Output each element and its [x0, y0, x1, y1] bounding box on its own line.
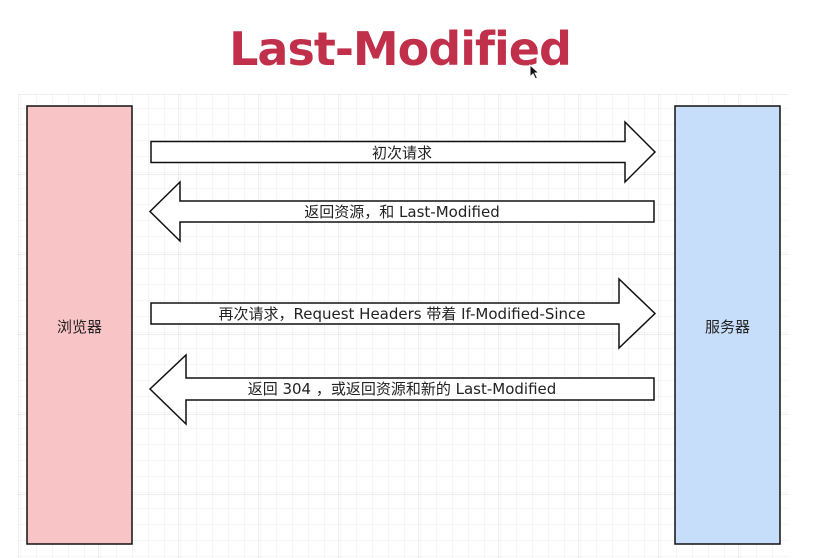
server-node: 服务器	[674, 105, 781, 545]
arrow-1: 初次请求	[150, 120, 657, 184]
arrow-4-label: 返回 304 ，或返回资源和新的 Last-Modified	[248, 380, 557, 398]
browser-label: 浏览器	[57, 318, 102, 336]
diagram-title: Last-Modified	[229, 22, 572, 76]
arrow-2: 返回资源，和 Last-Modified	[148, 180, 655, 243]
arrow-3-shape	[150, 277, 657, 350]
server-label: 服务器	[705, 318, 750, 336]
browser-box	[26, 105, 133, 545]
arrow-3: 再次请求，Request Headers 带着 If-Modified-Sinc…	[150, 277, 657, 350]
arrow-3-label: 再次请求，Request Headers 带着 If-Modified-Sinc…	[218, 305, 585, 323]
server-box	[674, 105, 781, 545]
mouse-cursor-icon	[529, 64, 541, 80]
arrow-2-shape	[148, 180, 655, 243]
arrow-1-label: 初次请求	[372, 144, 432, 162]
arrow-4-shape	[148, 353, 655, 426]
browser-node: 浏览器	[26, 105, 133, 545]
grid-background	[18, 94, 788, 558]
arrow-1-shape	[150, 120, 657, 184]
arrow-2-label: 返回资源，和 Last-Modified	[304, 203, 499, 221]
arrow-4: 返回 304 ，或返回资源和新的 Last-Modified	[148, 353, 655, 426]
